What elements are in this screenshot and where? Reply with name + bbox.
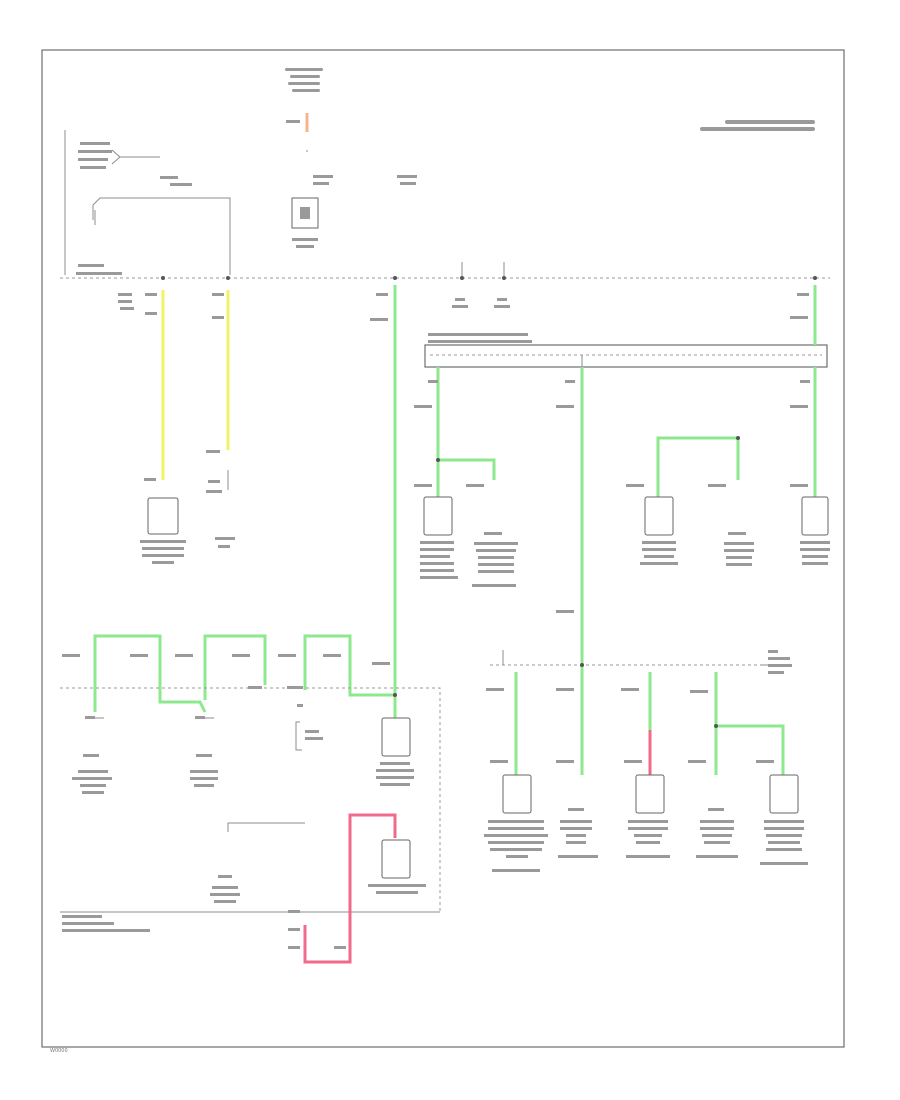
lower-left-module-1 (72, 754, 112, 794)
diagram-frame (41, 49, 845, 1048)
right-module-b (724, 532, 754, 566)
header-caption (700, 120, 815, 131)
center-module-b (472, 532, 518, 587)
center-module-a (420, 496, 458, 579)
bottom-module-1 (484, 774, 548, 872)
green-harness-2 (203, 634, 267, 700)
green-wire-branch (438, 458, 496, 480)
junction-block (424, 333, 828, 368)
bottom-module-4 (760, 774, 808, 865)
relay-symbol (295, 704, 323, 751)
right-module-c (800, 496, 830, 565)
switch-upper (78, 142, 160, 169)
bottom-module-2 (558, 808, 598, 858)
upper-left-module (140, 497, 186, 564)
junction-dots (161, 276, 817, 728)
center-fuse (291, 175, 333, 248)
bottom-module-4a (696, 808, 738, 858)
bottom-module-3 (626, 774, 670, 858)
green-wire-right-group (656, 436, 740, 497)
green-harness-3 (303, 634, 395, 697)
top-fuse-label (285, 68, 323, 92)
lower-left-box (60, 687, 441, 912)
lower-left-caption (62, 915, 150, 932)
page-code: W0000 (50, 1048, 68, 1054)
right-module-a (640, 496, 678, 565)
lower-left-module-3 (210, 875, 240, 903)
lower-left-module-2 (190, 754, 218, 787)
center-lower-module (376, 717, 414, 786)
left-connector (215, 537, 235, 548)
red-harness (303, 813, 397, 964)
lower-left-module (368, 839, 426, 894)
green-harness-1 (93, 634, 207, 713)
